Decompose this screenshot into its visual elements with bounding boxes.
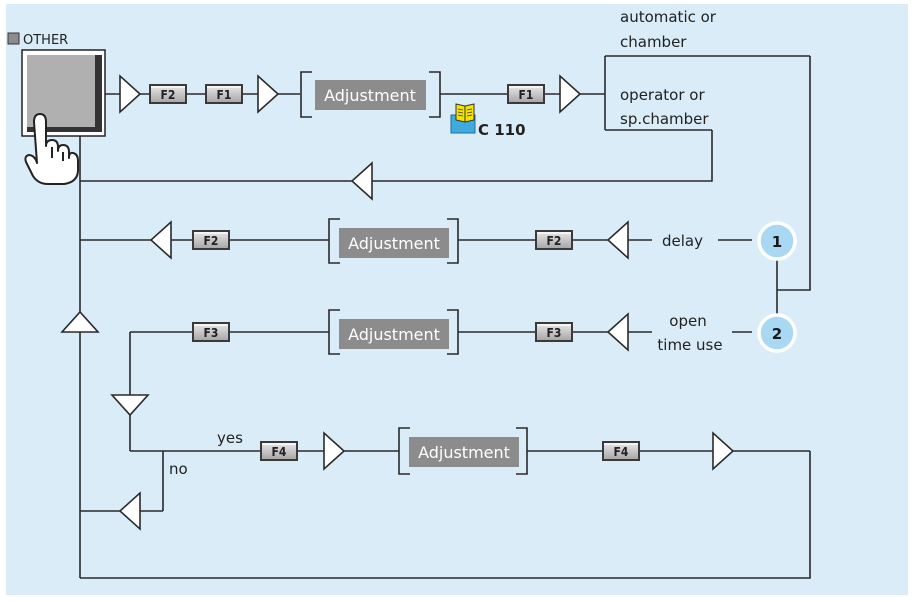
arrow-left	[149, 220, 172, 260]
reference-code: C 110	[478, 121, 526, 139]
svg-text:F4: F4	[272, 445, 287, 459]
arrow-right	[119, 74, 142, 114]
diagram-panel	[6, 4, 908, 595]
decision-yes: yes	[217, 429, 243, 447]
f3-key[interactable]: F3	[535, 322, 573, 342]
svg-text:Adjustment: Adjustment	[418, 443, 510, 462]
svg-text:F2: F2	[204, 234, 219, 248]
badge-1: 1	[757, 221, 797, 261]
adjustment-box[interactable]: Adjustment	[300, 71, 441, 118]
decision-no: no	[169, 460, 188, 478]
option-open-time-use-line2: time use	[657, 336, 722, 354]
svg-text:1: 1	[772, 233, 782, 251]
f2-key[interactable]: F2	[192, 230, 230, 250]
f1-key[interactable]: F1	[507, 84, 545, 104]
menu-square-icon	[7, 32, 20, 45]
adjustment-box[interactable]: Adjustment	[328, 218, 459, 264]
svg-text:Adjustment: Adjustment	[348, 234, 440, 253]
option-open-time-use-line1: open	[669, 312, 706, 330]
option-automatic-or-chamber-line1: automatic or	[620, 8, 717, 26]
badge-2: 2	[757, 313, 797, 353]
option-operator-or-sp-chamber-line2: sp.chamber	[620, 110, 709, 128]
option-delay: delay	[662, 232, 703, 250]
svg-text:F4: F4	[614, 445, 629, 459]
svg-text:F2: F2	[547, 234, 562, 248]
svg-text:F3: F3	[204, 326, 219, 340]
svg-text:Adjustment: Adjustment	[324, 86, 416, 105]
svg-text:F3: F3	[547, 326, 562, 340]
f1-key[interactable]: F1	[205, 84, 243, 104]
svg-text:Adjustment: Adjustment	[348, 325, 440, 344]
f3-key[interactable]: F3	[192, 322, 230, 342]
adjustment-box[interactable]: Adjustment	[398, 427, 528, 475]
arrow-right	[559, 74, 582, 114]
arrow-right	[257, 74, 280, 114]
option-automatic-or-chamber-line2: chamber	[620, 33, 687, 51]
flow-arrows	[60, 74, 735, 531]
arrow-down	[110, 394, 150, 417]
arrow-left	[350, 161, 373, 201]
book-icon	[450, 103, 476, 134]
arrow-left	[118, 491, 141, 531]
svg-text:F1: F1	[217, 88, 232, 102]
arrow-right	[712, 431, 735, 471]
arrow-right	[323, 431, 346, 471]
arrow-left	[606, 312, 629, 352]
arrow-up	[60, 310, 100, 333]
arrow-left	[606, 220, 629, 260]
option-operator-or-sp-chamber-line1: operator or	[620, 86, 705, 104]
f2-key[interactable]: F2	[149, 84, 187, 104]
pointing-hand-icon	[24, 113, 79, 185]
adjustment-box[interactable]: Adjustment	[328, 309, 459, 355]
f4-key[interactable]: F4	[602, 441, 640, 461]
menu-title: OTHER	[23, 33, 68, 48]
f2-key[interactable]: F2	[535, 230, 573, 250]
svg-text:F1: F1	[519, 88, 534, 102]
f4-key[interactable]: F4	[260, 441, 298, 461]
svg-text:2: 2	[772, 325, 782, 343]
svg-text:F2: F2	[161, 88, 176, 102]
